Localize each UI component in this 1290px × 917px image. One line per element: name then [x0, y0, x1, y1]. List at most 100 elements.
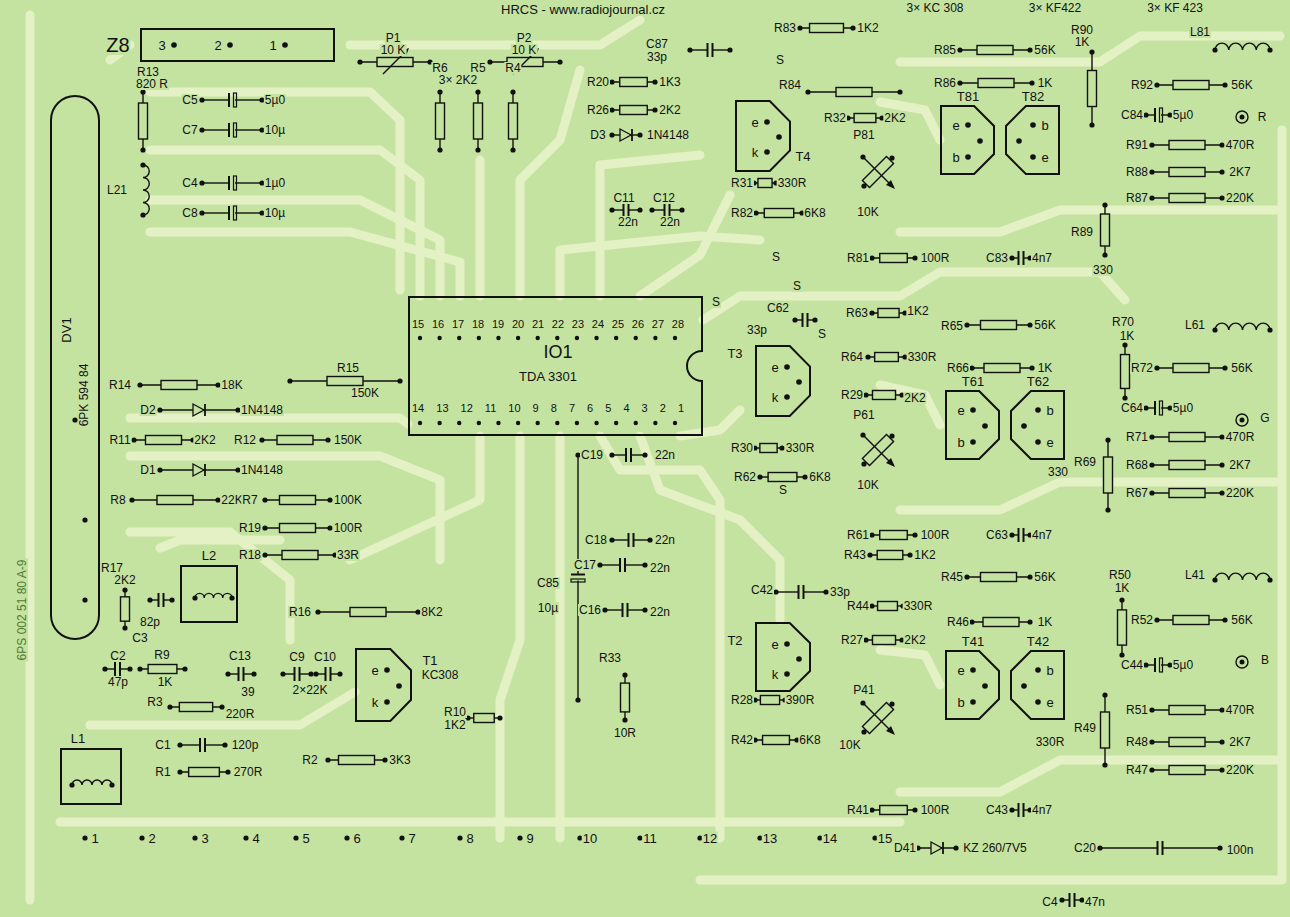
component-label: R85 [933, 44, 957, 56]
pin-label: e [1040, 151, 1049, 164]
component-label: R68 [1125, 459, 1149, 471]
capacitor-symbol [609, 203, 642, 217]
component-label: R1 [154, 766, 171, 778]
component-label: 1K [1119, 330, 1136, 342]
component-label: R2 [301, 754, 318, 766]
lead-wire [625, 564, 645, 565]
component-label: R81 [846, 252, 870, 264]
pin-pad [784, 641, 790, 647]
solder-pad [575, 697, 580, 702]
solder-pad [199, 127, 204, 132]
component-box: Z8321 [140, 28, 335, 62]
node-outline [355, 648, 412, 722]
solder-pad [1102, 692, 1107, 697]
lead-wire [633, 533, 635, 547]
component-label: R10 [443, 706, 467, 718]
component-label: 14 [822, 832, 838, 845]
component-label: R5 [469, 62, 486, 74]
solder-pad [157, 467, 162, 472]
resistor-symbol [609, 106, 657, 115]
copper-trace [520, 70, 580, 296]
lead-wire [235, 182, 262, 183]
solder-pad [344, 835, 349, 840]
part-name: L1 [70, 732, 86, 745]
component-label: 220K [1225, 764, 1255, 776]
electrolytic-capacitor-symbol [571, 452, 585, 702]
pin-pad [418, 336, 422, 340]
solder-pad [1154, 82, 1159, 87]
copper-trace [350, 20, 640, 45]
resistor-symbol [869, 531, 917, 540]
pin-label: b [951, 151, 960, 164]
solder-pad [1149, 195, 1154, 200]
solder-pad [1212, 577, 1217, 582]
lead-wire [1023, 528, 1025, 542]
solder-pad [642, 562, 647, 567]
lead-wire [577, 581, 578, 701]
pin-pad [796, 379, 802, 385]
component-label: 470R [1225, 431, 1256, 443]
resistor-symbol [325, 756, 387, 765]
component-label: 82p [139, 616, 161, 628]
component-label: C9 [288, 651, 305, 663]
component-label: R82 [730, 207, 754, 219]
component-label: 2K7 [1228, 459, 1251, 471]
solder-pad [957, 47, 962, 52]
coil-winding [1215, 573, 1270, 580]
solder-pad [969, 619, 974, 624]
lead-wire [202, 99, 229, 100]
resistor-body [1169, 433, 1205, 442]
solder-pad [1219, 462, 1224, 467]
resistor-symbol [957, 79, 1034, 88]
copper-trace [26, 15, 35, 900]
component-label: R42 [730, 734, 754, 746]
component-label: 100R [920, 804, 951, 816]
pin-pad [1035, 439, 1041, 445]
solder-pad [131, 437, 136, 442]
component-label: R69 [1073, 456, 1097, 468]
solder-pad [869, 603, 874, 608]
copper-trace [880, 102, 940, 140]
component-label: 100R [920, 529, 951, 541]
coil-symbol [1212, 43, 1272, 52]
part-name: T3 [726, 347, 743, 360]
solder-pad [1122, 395, 1127, 400]
solder-pad [325, 757, 330, 762]
solder-pad [510, 89, 515, 94]
solder-pad [597, 562, 602, 567]
capacitor-plate [234, 123, 237, 137]
lead-wire [235, 212, 262, 213]
component-label: 6K8 [798, 734, 821, 746]
resistor-symbol [129, 496, 220, 505]
solder-pad [327, 497, 332, 502]
pin-label: 2 [213, 39, 222, 52]
resistor-body [1169, 194, 1205, 203]
resistor-body [878, 309, 899, 318]
resistor-symbol [1104, 437, 1113, 512]
component-label: 22n [659, 216, 681, 228]
component-label: R92 [1130, 79, 1154, 91]
component-label: 2K2 [193, 434, 216, 446]
component-label: R41 [846, 804, 870, 816]
solder-pad [622, 672, 627, 677]
component-label: R15 [336, 362, 360, 374]
component-label: R16 [288, 606, 312, 618]
component-label: 330 [1092, 264, 1114, 276]
transistor-outline: T42be [1010, 650, 1065, 720]
pin-pad [594, 421, 598, 425]
terminal-dot [1240, 115, 1245, 120]
pin-pad [477, 421, 481, 425]
solder-pad [199, 180, 204, 185]
resistor-body [1104, 457, 1113, 493]
trimmer-symbol [860, 432, 895, 467]
resistor-symbol [121, 587, 130, 630]
component-label: 2K7 [1228, 736, 1251, 748]
lead-wire [664, 203, 666, 217]
solder-pad [969, 365, 974, 370]
pin-pad [1030, 154, 1036, 160]
lead-wire [205, 744, 225, 745]
resistor-symbol [752, 696, 787, 705]
lead-wire [235, 99, 262, 100]
resistor-body [810, 24, 844, 33]
solder-pad [869, 310, 874, 315]
